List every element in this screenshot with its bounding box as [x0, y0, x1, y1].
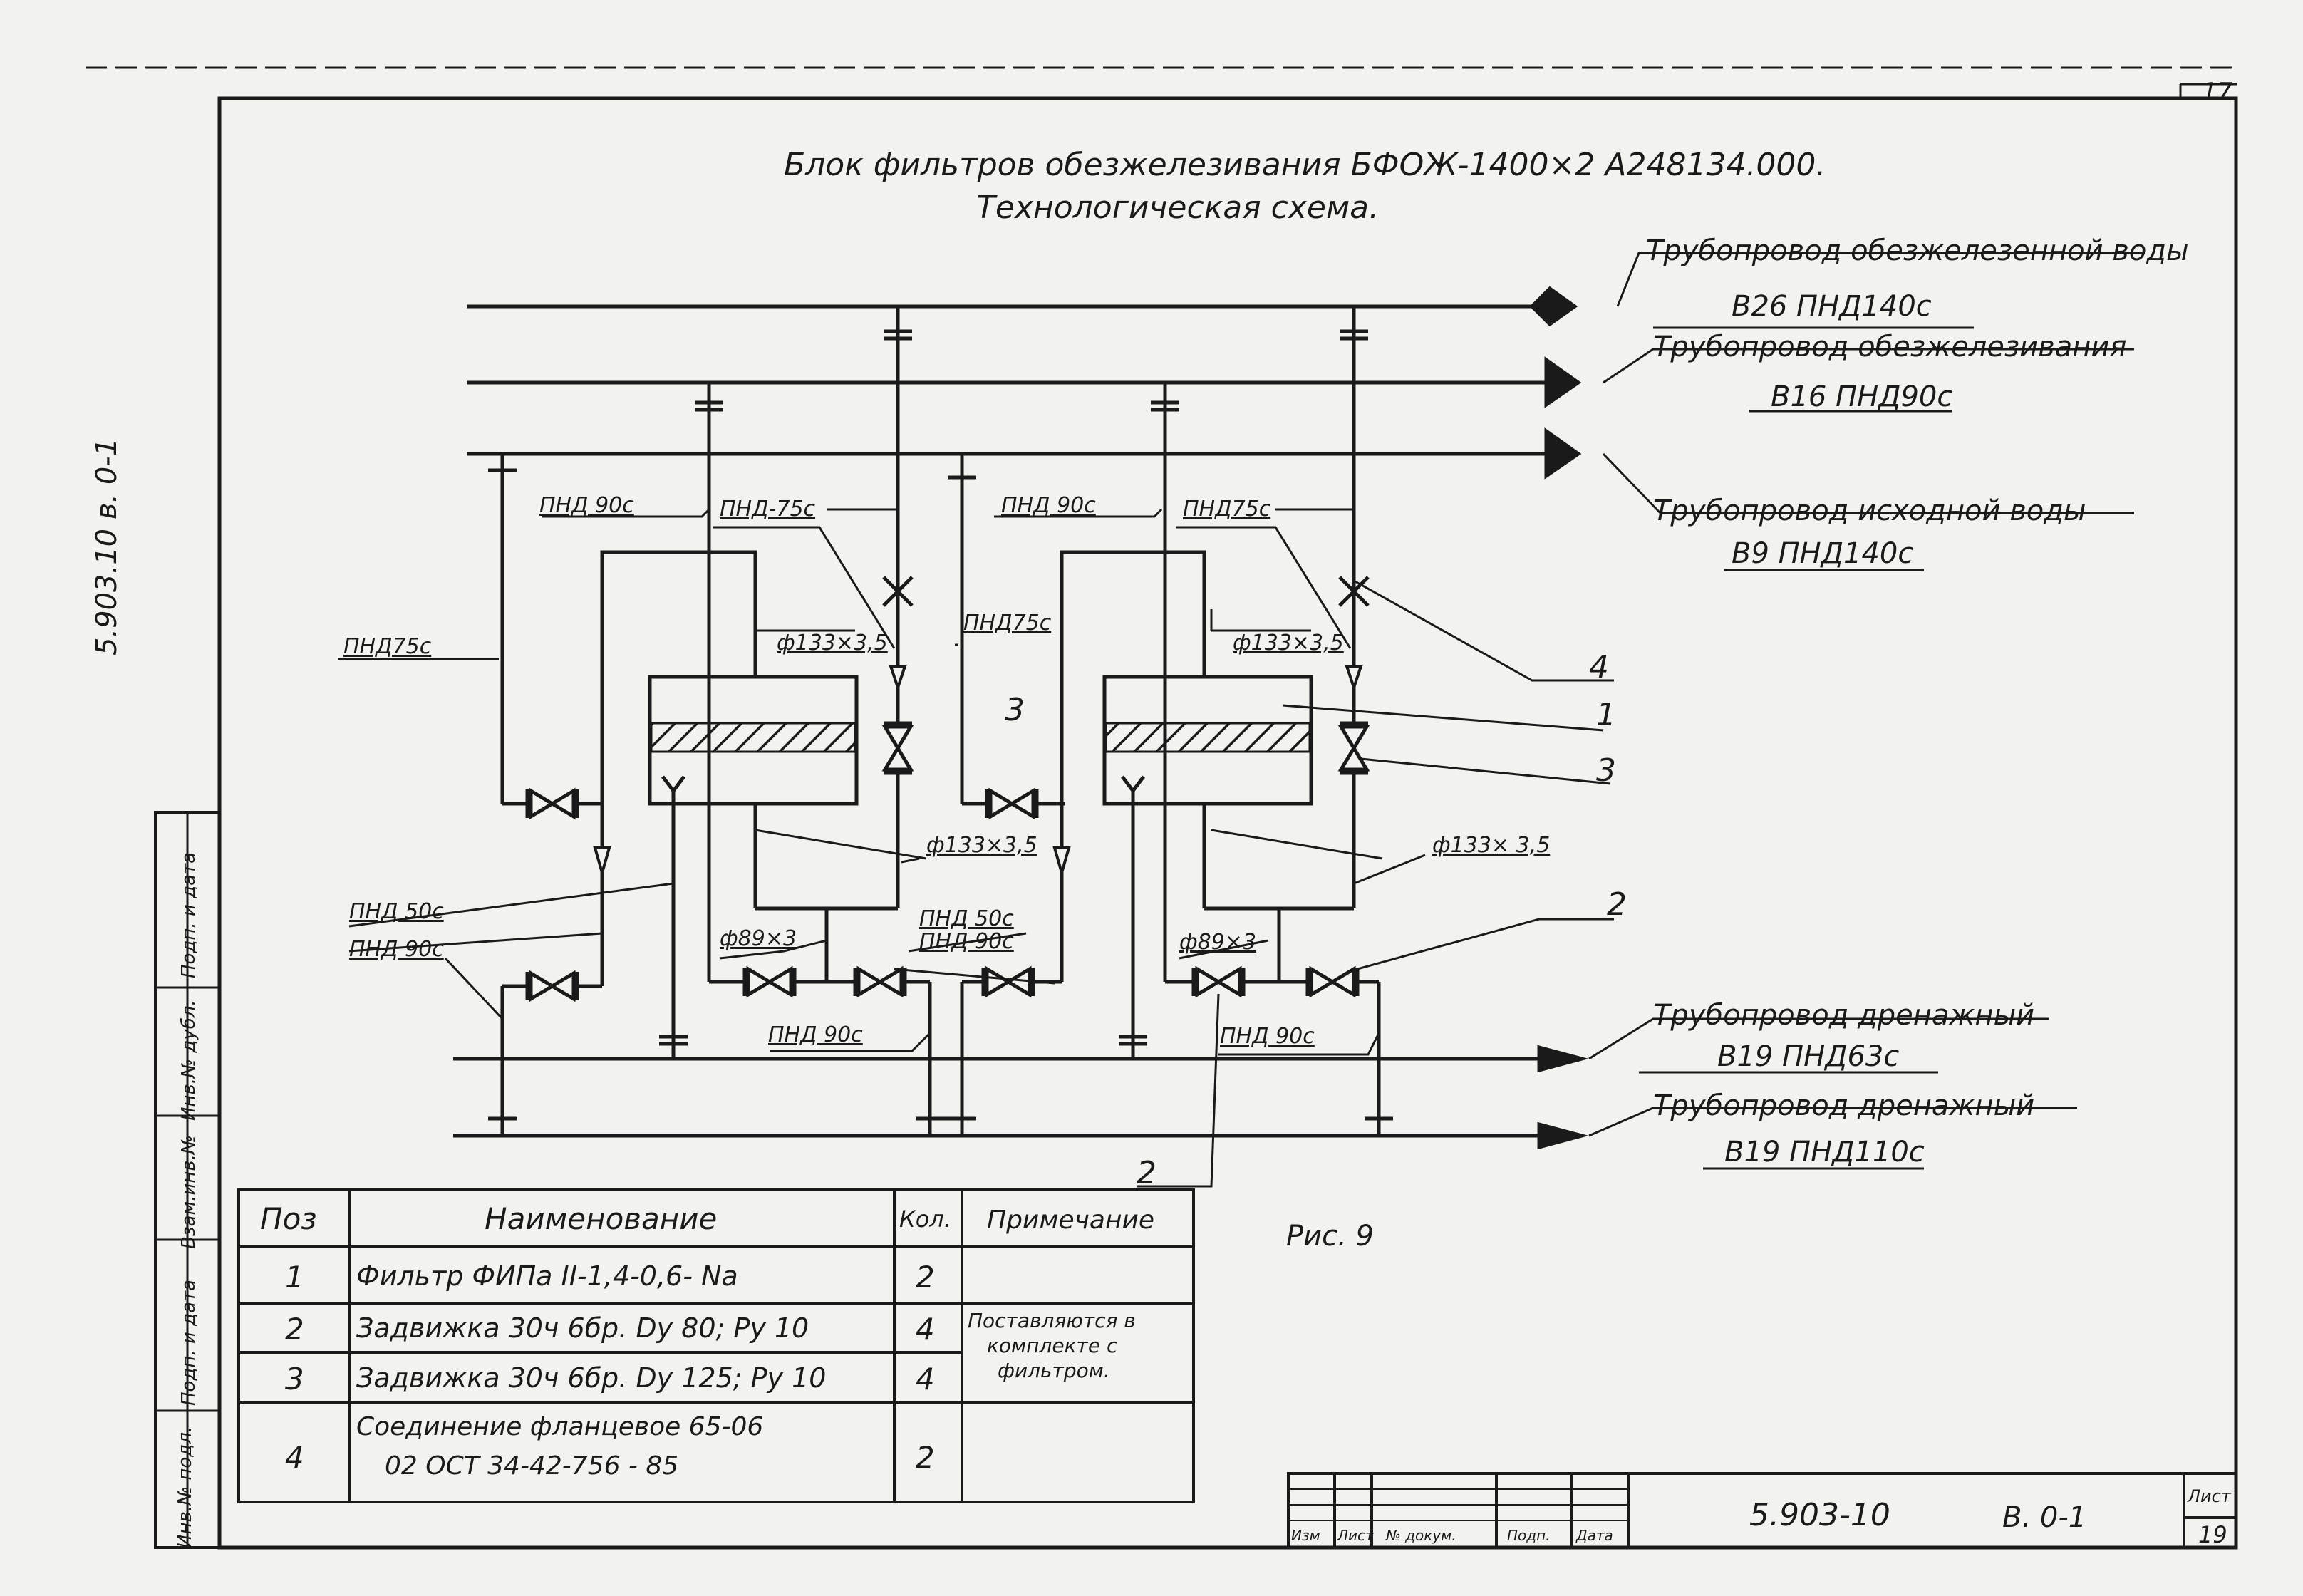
callout-4: 4 [1589, 649, 1609, 685]
flow-arrows [593, 665, 1363, 879]
label-d133-b: ф133×3,5 [1233, 631, 1344, 656]
valves [525, 721, 1370, 1002]
pipeline-1-code: В26 ПНД140с [1732, 290, 1932, 323]
label-d89-a: ф89×3 [720, 926, 797, 951]
table-header-name: Наименование [485, 1201, 718, 1236]
row-1-pos: 1 [285, 1260, 304, 1295]
pipeline-5-name: Трубопровод дренажный [1653, 1089, 2035, 1122]
row-3-name: Задвижка 30ч 6бр. Dу 125; Ру 10 [356, 1362, 827, 1394]
stamp-label-5: Инв.№ подл. [175, 1426, 196, 1548]
tb-header-date: Дата [1576, 1527, 1613, 1544]
stamp-label-2: Инв.№ дубл. [178, 1000, 200, 1121]
sheet-number-top: 17 [2202, 78, 2233, 106]
title-block-grid [1287, 1472, 2237, 1549]
pipeline-leaders [1588, 252, 2145, 1170]
row-2-name: Задвижка 30ч 6бр. Dу 80; Ру 10 [356, 1312, 809, 1344]
label-d89-b: ф89×3 [1179, 930, 1257, 955]
row-4-name-line2: 02 ОСТ 34-42-756 - 85 [385, 1451, 679, 1481]
row-4-pos: 4 [285, 1440, 304, 1475]
label-pnd50-b: ПНД 50с [919, 906, 1014, 931]
tb-header-izm: Изм [1291, 1527, 1320, 1544]
main-pipelines [453, 286, 1589, 1150]
row-4-name-line1: Соединение фланцевое 65-06 [356, 1412, 764, 1441]
tb-variant: В. 0-1 [2002, 1501, 2087, 1534]
row-2-pos: 2 [285, 1312, 304, 1347]
filter-2 [1102, 675, 1313, 806]
row-1-name: Фильтр ФИПа II-1,4-0,6- Nа [356, 1260, 738, 1292]
table-header-qty: Кол. [899, 1206, 951, 1233]
row-4-qty: 2 [916, 1440, 935, 1475]
note-line-1: Поставляются в [968, 1309, 1136, 1332]
tb-header-sign: Подп. [1507, 1527, 1551, 1544]
pipeline-2-name: Трубопровод обезжелезивания [1653, 331, 2127, 363]
filter-1 [648, 675, 859, 806]
pipeline-2-code: В16 ПНД90с [1771, 380, 1953, 413]
label-pnd50-a: ПНД 50с [349, 899, 444, 924]
label-leaders [338, 508, 1614, 1188]
stamp-label-4: Подп. и дата [178, 1279, 200, 1406]
tb-document-code: 5.903-10 [1749, 1497, 1890, 1533]
row-3-pos: 3 [285, 1362, 304, 1396]
distributor-symbols [661, 775, 1145, 794]
callout-3-mid: 3 [1005, 692, 1025, 728]
label-d133-d: ф133× 3,5 [1432, 833, 1551, 858]
title-line-1: Блок фильтров обезжелезивания БФОЖ-1400×… [784, 147, 1826, 183]
label-pnd90-d: ПНД 90с [919, 929, 1014, 954]
title-line-2: Технологическая схема. [976, 190, 1380, 226]
stamp-label-1: Подп. и дата [178, 851, 200, 978]
pipeline-1-name: Трубопровод обезжелезенной воды [1646, 234, 2189, 267]
label-d133-a: ф133×3,5 [777, 631, 888, 656]
tb-header-doc: № докум. [1386, 1527, 1456, 1544]
flanges [488, 329, 1393, 1121]
callout-2-right: 2 [1607, 886, 1627, 923]
label-pnd75-left: ПНД75с [343, 634, 432, 659]
row-1-qty: 2 [916, 1260, 935, 1295]
callout-2-bottom: 2 [1137, 1155, 1156, 1191]
tb-sheet-number: 19 [2198, 1521, 2227, 1548]
callout-3-right: 3 [1596, 752, 1616, 789]
row-2-qty: 4 [916, 1312, 935, 1347]
drawing-frame [86, 66, 2238, 1550]
tb-header-list: Лист [1337, 1527, 1374, 1544]
callout-1: 1 [1596, 697, 1616, 733]
pipeline-4-name: Трубопровод дренажный [1653, 999, 2035, 1032]
label-pnd75-a: ПНД-75с [720, 497, 816, 522]
table-header-note: Примечание [987, 1206, 1155, 1235]
figure-caption: Рис. 9 [1286, 1220, 1374, 1253]
pipeline-5-code: В19 ПНД110с [1724, 1136, 1925, 1168]
label-pnd90-b: ПНД 90с [1001, 493, 1096, 518]
spec-table-grid [237, 1188, 1195, 1503]
label-pnd90-f: ПНД 90с [1220, 1024, 1315, 1049]
pipeline-3-name: Трубопровод исходной воды [1653, 494, 2086, 527]
flange-crosses [882, 576, 1370, 607]
row-3-qty: 4 [916, 1362, 935, 1396]
note-line-2: комплекте с [987, 1334, 1118, 1357]
table-header-pos: Поз [260, 1201, 317, 1236]
label-pnd90-e: ПНД 90с [768, 1022, 863, 1047]
label-pnd90-c: ПНД 90с [349, 937, 444, 962]
label-pnd75-mid: ПНД75с [963, 611, 1052, 636]
stamp-label-3: Взам.инв.№ [178, 1135, 200, 1249]
label-pnd75-b: ПНД75с [1183, 497, 1271, 522]
pipeline-3-code: В9 ПНД140с [1732, 537, 1914, 570]
pipeline-4-code: В19 ПНД63с [1717, 1040, 1900, 1073]
tb-sheet-label: Лист [2188, 1486, 2231, 1506]
side-document-code: 5.903.10 в. 0-1 [90, 437, 123, 656]
note-line-3: фильтром. [998, 1359, 1110, 1382]
label-pnd90-a: ПНД 90с [539, 493, 634, 518]
label-d133-c: ф133×3,5 [926, 833, 1037, 858]
